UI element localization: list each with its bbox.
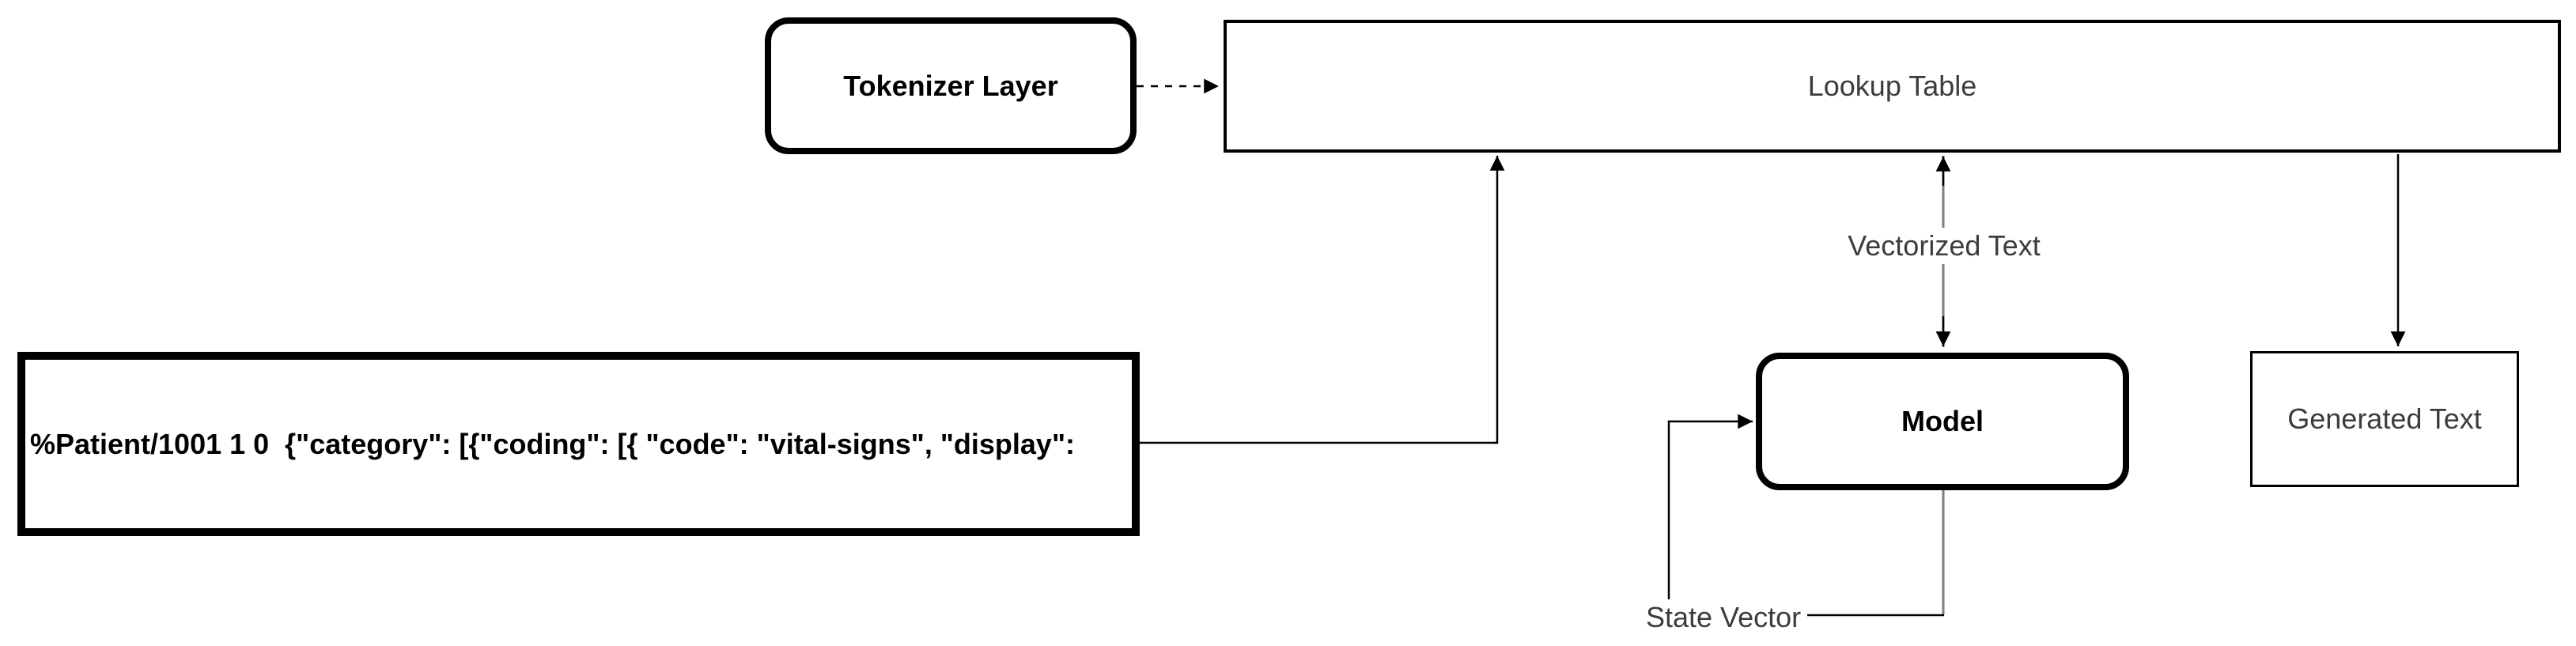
input-sequence-label: %Patient/1001 1 0 {"category": [{"coding…: [30, 427, 1075, 460]
lookup-table-label: Lookup Table: [1807, 70, 1977, 102]
vectorized-text-label: Vectorized Text: [1844, 228, 2045, 264]
generated-text-label: Generated Text: [2287, 402, 2482, 435]
lookup-table-box: Lookup Table: [1224, 20, 2561, 153]
tokenizer-layer-box: Tokenizer Layer: [765, 17, 1137, 154]
input-to-lookup-arrow: [1140, 156, 1505, 444]
input-sequence-box: %Patient/1001 1 0 {"category": [{"coding…: [17, 352, 1140, 536]
state-vector-to-model-arrow: [1667, 414, 1753, 601]
model-box: Model: [1756, 353, 2129, 490]
generated-text-box: Generated Text: [2250, 351, 2519, 487]
state-vector-label: State Vector: [1642, 599, 1806, 636]
tokenizer-layer-label: Tokenizer Layer: [843, 69, 1058, 102]
model-label: Model: [1901, 405, 1984, 437]
